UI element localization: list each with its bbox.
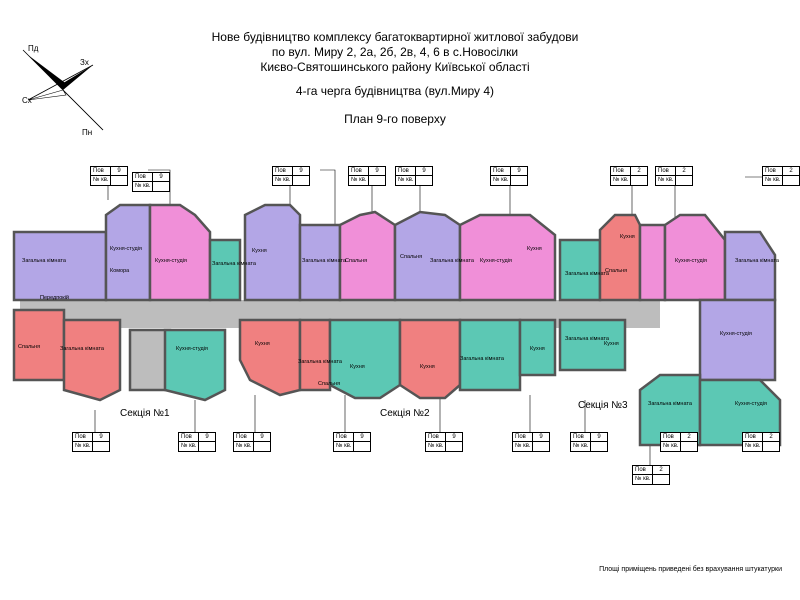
room-label: Комора [110, 268, 130, 274]
section-label-1: Секція №1 [120, 408, 170, 419]
apartment-2k [518, 318, 557, 377]
room-label: Загальна кімната [565, 336, 610, 342]
room-label: Кухня-студія [480, 258, 512, 264]
compass-label-north: Пн [82, 128, 93, 137]
compass-label-east: Сх [22, 96, 32, 105]
room-label: Кухня-студія [675, 258, 707, 264]
apartment-1e [12, 308, 66, 382]
apartment-1b [104, 203, 152, 302]
floor-plan-title: План 9-го поверху [344, 112, 446, 126]
room-label: Спальня [318, 381, 340, 387]
room-label: Кухня-студія [110, 246, 142, 252]
room-label: Кухня [604, 341, 619, 347]
apartment-2f [238, 318, 302, 397]
room-label: Кухня [530, 346, 545, 352]
apartment-3a [558, 238, 602, 302]
construction-queue: 4-га черга будівництва (вул.Миру 4) [295, 84, 495, 98]
room-label: Спальня [18, 344, 40, 350]
section-label-3: Секція №3 [578, 400, 628, 411]
title-line-1: Нове будівництво комплексу багатоквартир… [211, 30, 579, 44]
room-label: Кухня-студія [176, 346, 208, 352]
apartment-2j [458, 318, 522, 392]
compass-icon [22, 49, 104, 131]
room-label: Загальна кімната [60, 346, 105, 352]
apartment-1d [208, 238, 242, 302]
apartment-2i [398, 318, 462, 400]
apartment-3f [558, 318, 627, 372]
apartment-3g [698, 298, 777, 382]
apartment-2e [458, 213, 557, 302]
section-label-2: Секція №2 [380, 408, 430, 419]
compass-rose: Пд Зх Сх Пн [18, 40, 118, 140]
room-label: Кухня [527, 246, 542, 252]
title-line-3: Києво-Святошинського району Київської об… [260, 60, 530, 74]
room-label: Загальна кімната [22, 258, 67, 264]
room-label: Спальня [345, 258, 367, 264]
room-label: Кухня [252, 248, 267, 254]
room-label: Кухня-студія [155, 258, 187, 264]
section-3 [558, 213, 782, 447]
compass-label-south: Пд [28, 44, 39, 53]
apartment-2a [243, 203, 302, 302]
apartment-2b [298, 223, 342, 302]
room-label: Кухня [255, 341, 270, 347]
room-label: Загальна кімната [298, 359, 343, 365]
apartment-3i [698, 378, 782, 447]
room-label: Передпокій [40, 294, 69, 301]
room-label: Кухня [620, 234, 635, 240]
apartment-2g [298, 318, 332, 392]
room-label: Загальна кімната [565, 271, 610, 277]
apartment-1g [163, 328, 227, 402]
apartment-1a [12, 230, 108, 302]
room-label: Кухня [420, 364, 435, 370]
section-2 [238, 203, 557, 400]
room-label: Загальна кімната [302, 258, 347, 264]
room-label: Спальня [605, 268, 627, 274]
room-label: Кухня-студія [720, 331, 752, 337]
room-label: Загальна кімната [212, 261, 257, 267]
room-label: Загальна кімната [648, 401, 693, 407]
apartment-1c [148, 203, 212, 302]
apartment-2c [338, 210, 397, 302]
apartment-1f [62, 318, 122, 402]
room-label: Спальня [400, 254, 422, 260]
apartment-3c [638, 223, 667, 302]
room-label: Загальна кімната [460, 356, 505, 362]
apartment-3e [723, 230, 777, 302]
room-label: Загальна кімната [430, 258, 475, 264]
compass-label-west: Зх [80, 58, 89, 67]
room-label: Кухня-студія [735, 401, 767, 407]
room-label: Загальна кімната [735, 258, 780, 264]
footnote: Площі приміщень приведені без врахування… [599, 566, 782, 573]
room-label: Кухня [350, 364, 365, 370]
title-line-2: по вул. Миру 2, 2а, 2б, 2в, 4, 6 в с.Нов… [271, 45, 519, 59]
apartment-3b [598, 213, 642, 302]
section-1 [12, 203, 242, 402]
room-labels: Загальна кімната Кухня-студія Комора Кух… [18, 234, 780, 407]
